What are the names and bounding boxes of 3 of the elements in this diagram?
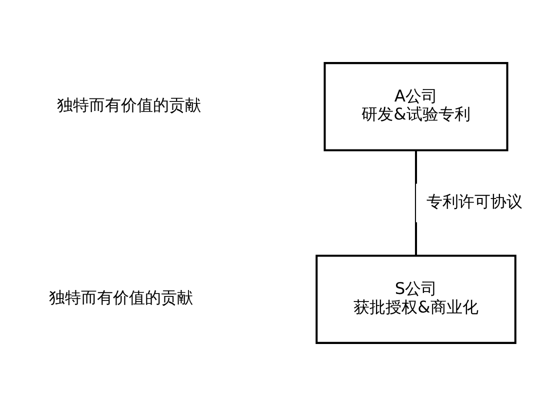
label: 独特而有价值的贡献	[48, 288, 193, 308]
edge-label: 专利许可协议	[426, 192, 523, 211]
label: 独特而有价值的贡献	[57, 96, 202, 115]
